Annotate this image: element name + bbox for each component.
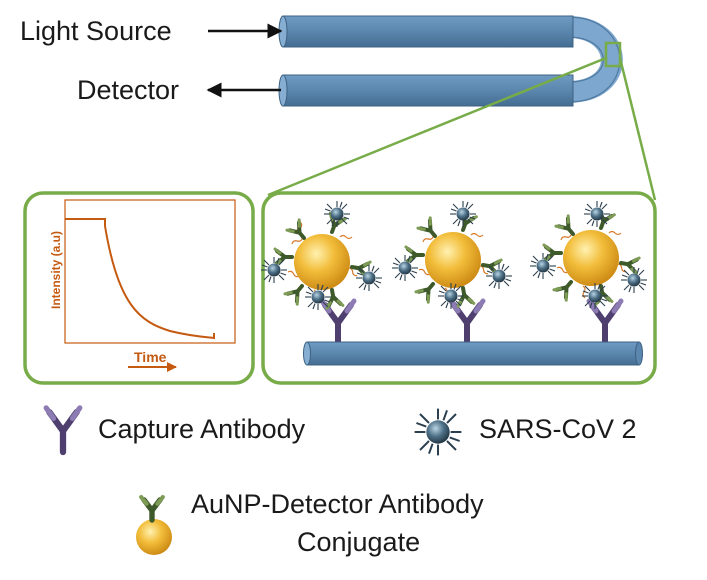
legend-conjugate-label-line2: Conjugate xyxy=(297,527,421,557)
fiber-bend xyxy=(567,16,623,103)
plot-ylabel: Intensity (a.u) xyxy=(49,231,63,310)
fiber-lower xyxy=(282,74,574,107)
plot-xlabel: Time xyxy=(134,349,167,365)
detector-label: Detector xyxy=(77,75,180,105)
light-source-label: Light Source xyxy=(20,16,172,46)
legend-conjugate-icon xyxy=(136,497,172,555)
zoom-region-marker xyxy=(604,41,622,68)
fiber-core xyxy=(306,341,640,366)
intensity-curve xyxy=(65,218,215,340)
legend-virus-icon xyxy=(413,407,463,457)
fiber-upper xyxy=(282,15,574,48)
legend-capture-antibody-label: Capture Antibody xyxy=(98,414,306,444)
aunp-complex-1 xyxy=(260,200,383,311)
legend-conjugate-label-line1: AuNP-Detector Antibody xyxy=(191,489,484,519)
legend-virus-label: SARS-CoV 2 xyxy=(479,414,637,444)
aunp-complex-3 xyxy=(529,200,648,310)
plot-area xyxy=(64,199,236,344)
aunp-complex-2 xyxy=(391,200,513,310)
legend-capture-antibody-icon xyxy=(46,408,80,452)
